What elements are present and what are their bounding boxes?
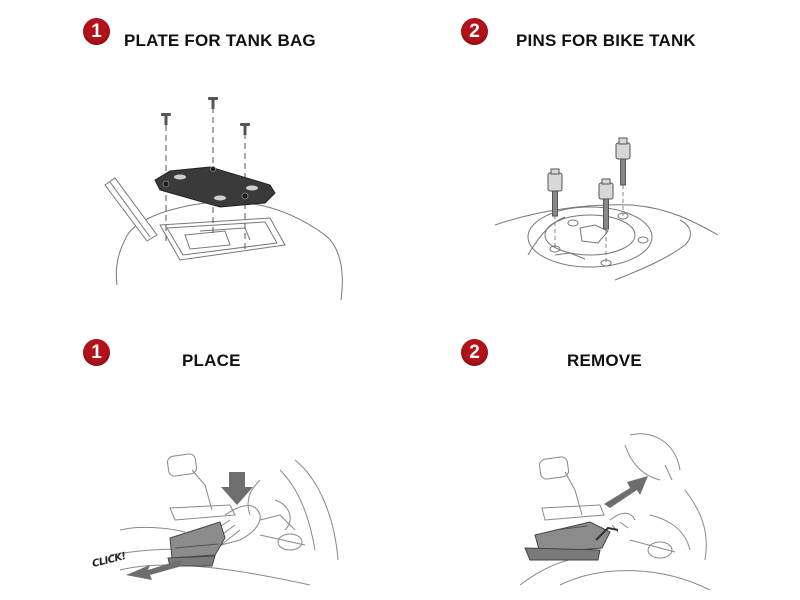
remove-bag-illustration bbox=[519, 433, 711, 591]
step-title: PINS FOR BIKE TANK bbox=[516, 31, 696, 50]
step-title: REMOVE bbox=[567, 351, 642, 370]
step-badge: 1 bbox=[83, 339, 110, 366]
step-badge: 2 bbox=[461, 18, 488, 45]
arrow-left-icon bbox=[126, 560, 182, 580]
step-title: PLATE FOR TANK BAG bbox=[124, 31, 316, 50]
pins-illustration bbox=[494, 137, 719, 281]
arrow-up-right-icon bbox=[604, 476, 648, 508]
plate-mounting-illustration bbox=[104, 97, 343, 301]
place-bag-illustration bbox=[109, 453, 339, 586]
step-title: PLACE bbox=[182, 351, 241, 370]
step-badge: 2 bbox=[461, 339, 488, 366]
step-badge: 1 bbox=[83, 18, 110, 45]
arrow-down-icon bbox=[221, 472, 253, 505]
